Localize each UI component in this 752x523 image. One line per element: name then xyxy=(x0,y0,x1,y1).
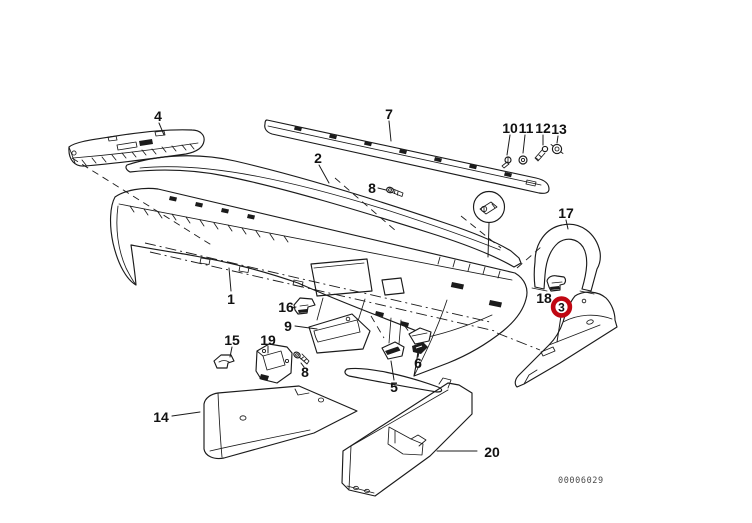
callout-20[interactable]: 20 xyxy=(484,444,500,460)
callout-6[interactable]: 6 xyxy=(414,355,422,371)
part-1-right-ticks xyxy=(437,256,501,279)
part-3-corner-trim xyxy=(514,291,618,388)
callout-17[interactable]: 17 xyxy=(558,205,574,221)
callout-8-bottom[interactable]: 8 xyxy=(301,364,309,380)
fastener-12-screw xyxy=(534,145,549,162)
part-14-flap xyxy=(203,385,358,460)
callout-19[interactable]: 19 xyxy=(260,332,276,348)
part-1-bumper xyxy=(109,187,528,377)
part-17-clamp xyxy=(531,223,601,295)
callout-15[interactable]: 15 xyxy=(224,332,240,348)
callout-12[interactable]: 12 xyxy=(535,120,551,136)
callout-9[interactable]: 9 xyxy=(284,318,292,334)
callout-5[interactable]: 5 xyxy=(390,379,398,395)
callout-3[interactable]: 3 xyxy=(558,301,565,315)
part-2-trim-strip xyxy=(125,155,522,268)
part-1-molding-hatching xyxy=(129,205,289,243)
part-19-bracket xyxy=(255,343,293,384)
callout-4[interactable]: 4 xyxy=(154,108,162,124)
callout-8-top[interactable]: 8 xyxy=(368,180,376,196)
projection-lines xyxy=(71,157,542,351)
part-8-screw-top xyxy=(386,186,404,197)
callout-labels: 1 2 4 5 6 7 8 8 9 10 11 12 13 14 15 16 1… xyxy=(153,106,574,460)
part-15-clip xyxy=(213,354,235,369)
callout-1[interactable]: 1 xyxy=(227,291,235,307)
part-7-impact-strip xyxy=(264,119,550,194)
part-8-screw-bottom xyxy=(293,351,310,365)
part-4-hatching xyxy=(81,143,195,166)
fastener-11-washer xyxy=(518,155,528,165)
callout-14[interactable]: 14 xyxy=(153,409,169,425)
highlight-ring[interactable] xyxy=(550,296,573,318)
highlighted-callout-3[interactable]: 3 xyxy=(550,296,573,318)
part-5-clip xyxy=(381,341,405,360)
fastener-13-nut xyxy=(550,143,564,155)
fastener-10-screw xyxy=(501,156,512,169)
callout-18[interactable]: 18 xyxy=(536,290,552,306)
callout-16[interactable]: 16 xyxy=(278,299,294,315)
part-18-clip xyxy=(546,275,567,292)
part-6-clip xyxy=(408,327,432,354)
magnifier-detail xyxy=(472,190,506,258)
doc-number: 00006029 xyxy=(558,476,604,486)
callout-11[interactable]: 11 xyxy=(519,120,534,136)
callout-7[interactable]: 7 xyxy=(385,106,393,122)
part-9-plate xyxy=(308,313,371,354)
part-16-clip xyxy=(293,297,316,315)
callout-leader-lines xyxy=(158,120,569,452)
callout-13[interactable]: 13 xyxy=(551,121,567,137)
callout-2[interactable]: 2 xyxy=(314,150,322,166)
lower-seal-strip xyxy=(344,367,443,393)
part-4-bracket-strip xyxy=(68,129,205,167)
callout-10[interactable]: 10 xyxy=(502,120,518,136)
part-20-bracket xyxy=(341,377,473,497)
